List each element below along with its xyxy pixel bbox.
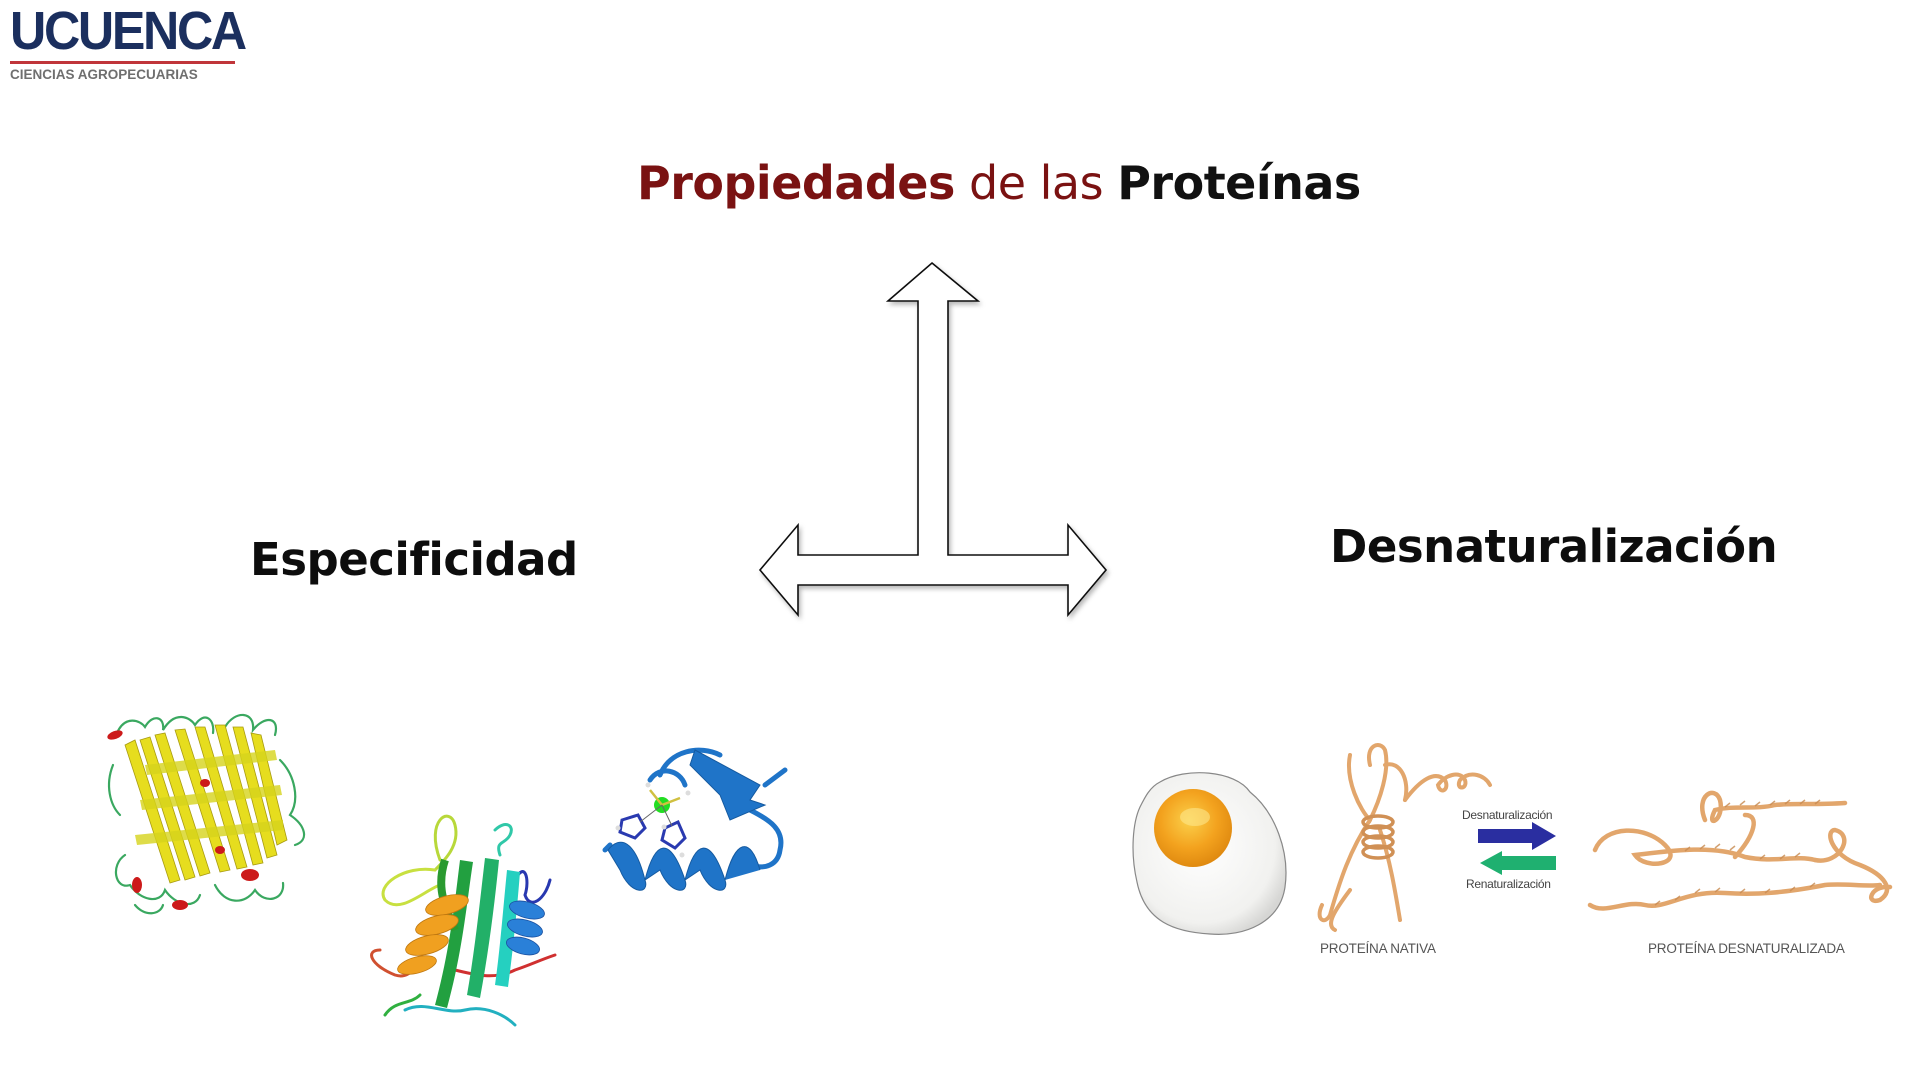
beta-barrel-protein-image: [107, 713, 306, 915]
university-logo: UCUENCA CIENCIAS AGROPECUARIAS: [10, 1, 247, 82]
title-word-proteinas: Proteínas: [1117, 156, 1361, 210]
slide-title: Propiedades de las Proteínas: [637, 150, 1361, 216]
denatured-protein-caption: PROTEÍNA DESNATURALIZADA: [1648, 941, 1845, 956]
logo-divider: [10, 61, 235, 64]
native-protein-caption: PROTEÍNA NATIVA: [1320, 941, 1436, 956]
title-word-de-las: de las: [954, 156, 1118, 210]
denaturation-forward-arrow-icon: [1478, 822, 1556, 850]
native-protein-image: [1317, 743, 1492, 932]
especificidad-label: Especificidad: [250, 533, 578, 586]
fried-egg-image: [1132, 772, 1287, 935]
logo-faculty: CIENCIAS AGROPECUARIAS: [10, 67, 198, 82]
desnaturalizacion-arrow-label: Desnaturalización: [1462, 808, 1553, 822]
desnaturalizacion-label: Desnaturalización: [1330, 520, 1778, 573]
title-word-propiedades: Propiedades: [637, 156, 955, 210]
renaturation-reverse-arrow-icon: [1480, 851, 1556, 875]
renaturalizacion-arrow-label: Renaturalización: [1466, 877, 1551, 891]
zinc-finger-protein-image: [602, 747, 788, 891]
mixed-alpha-beta-protein-image: [370, 814, 557, 1027]
denatured-protein-image: [1587, 790, 1893, 911]
three-way-arrow-icon: [758, 261, 1108, 618]
logo-wordmark: UCUENCA: [10, 1, 247, 61]
